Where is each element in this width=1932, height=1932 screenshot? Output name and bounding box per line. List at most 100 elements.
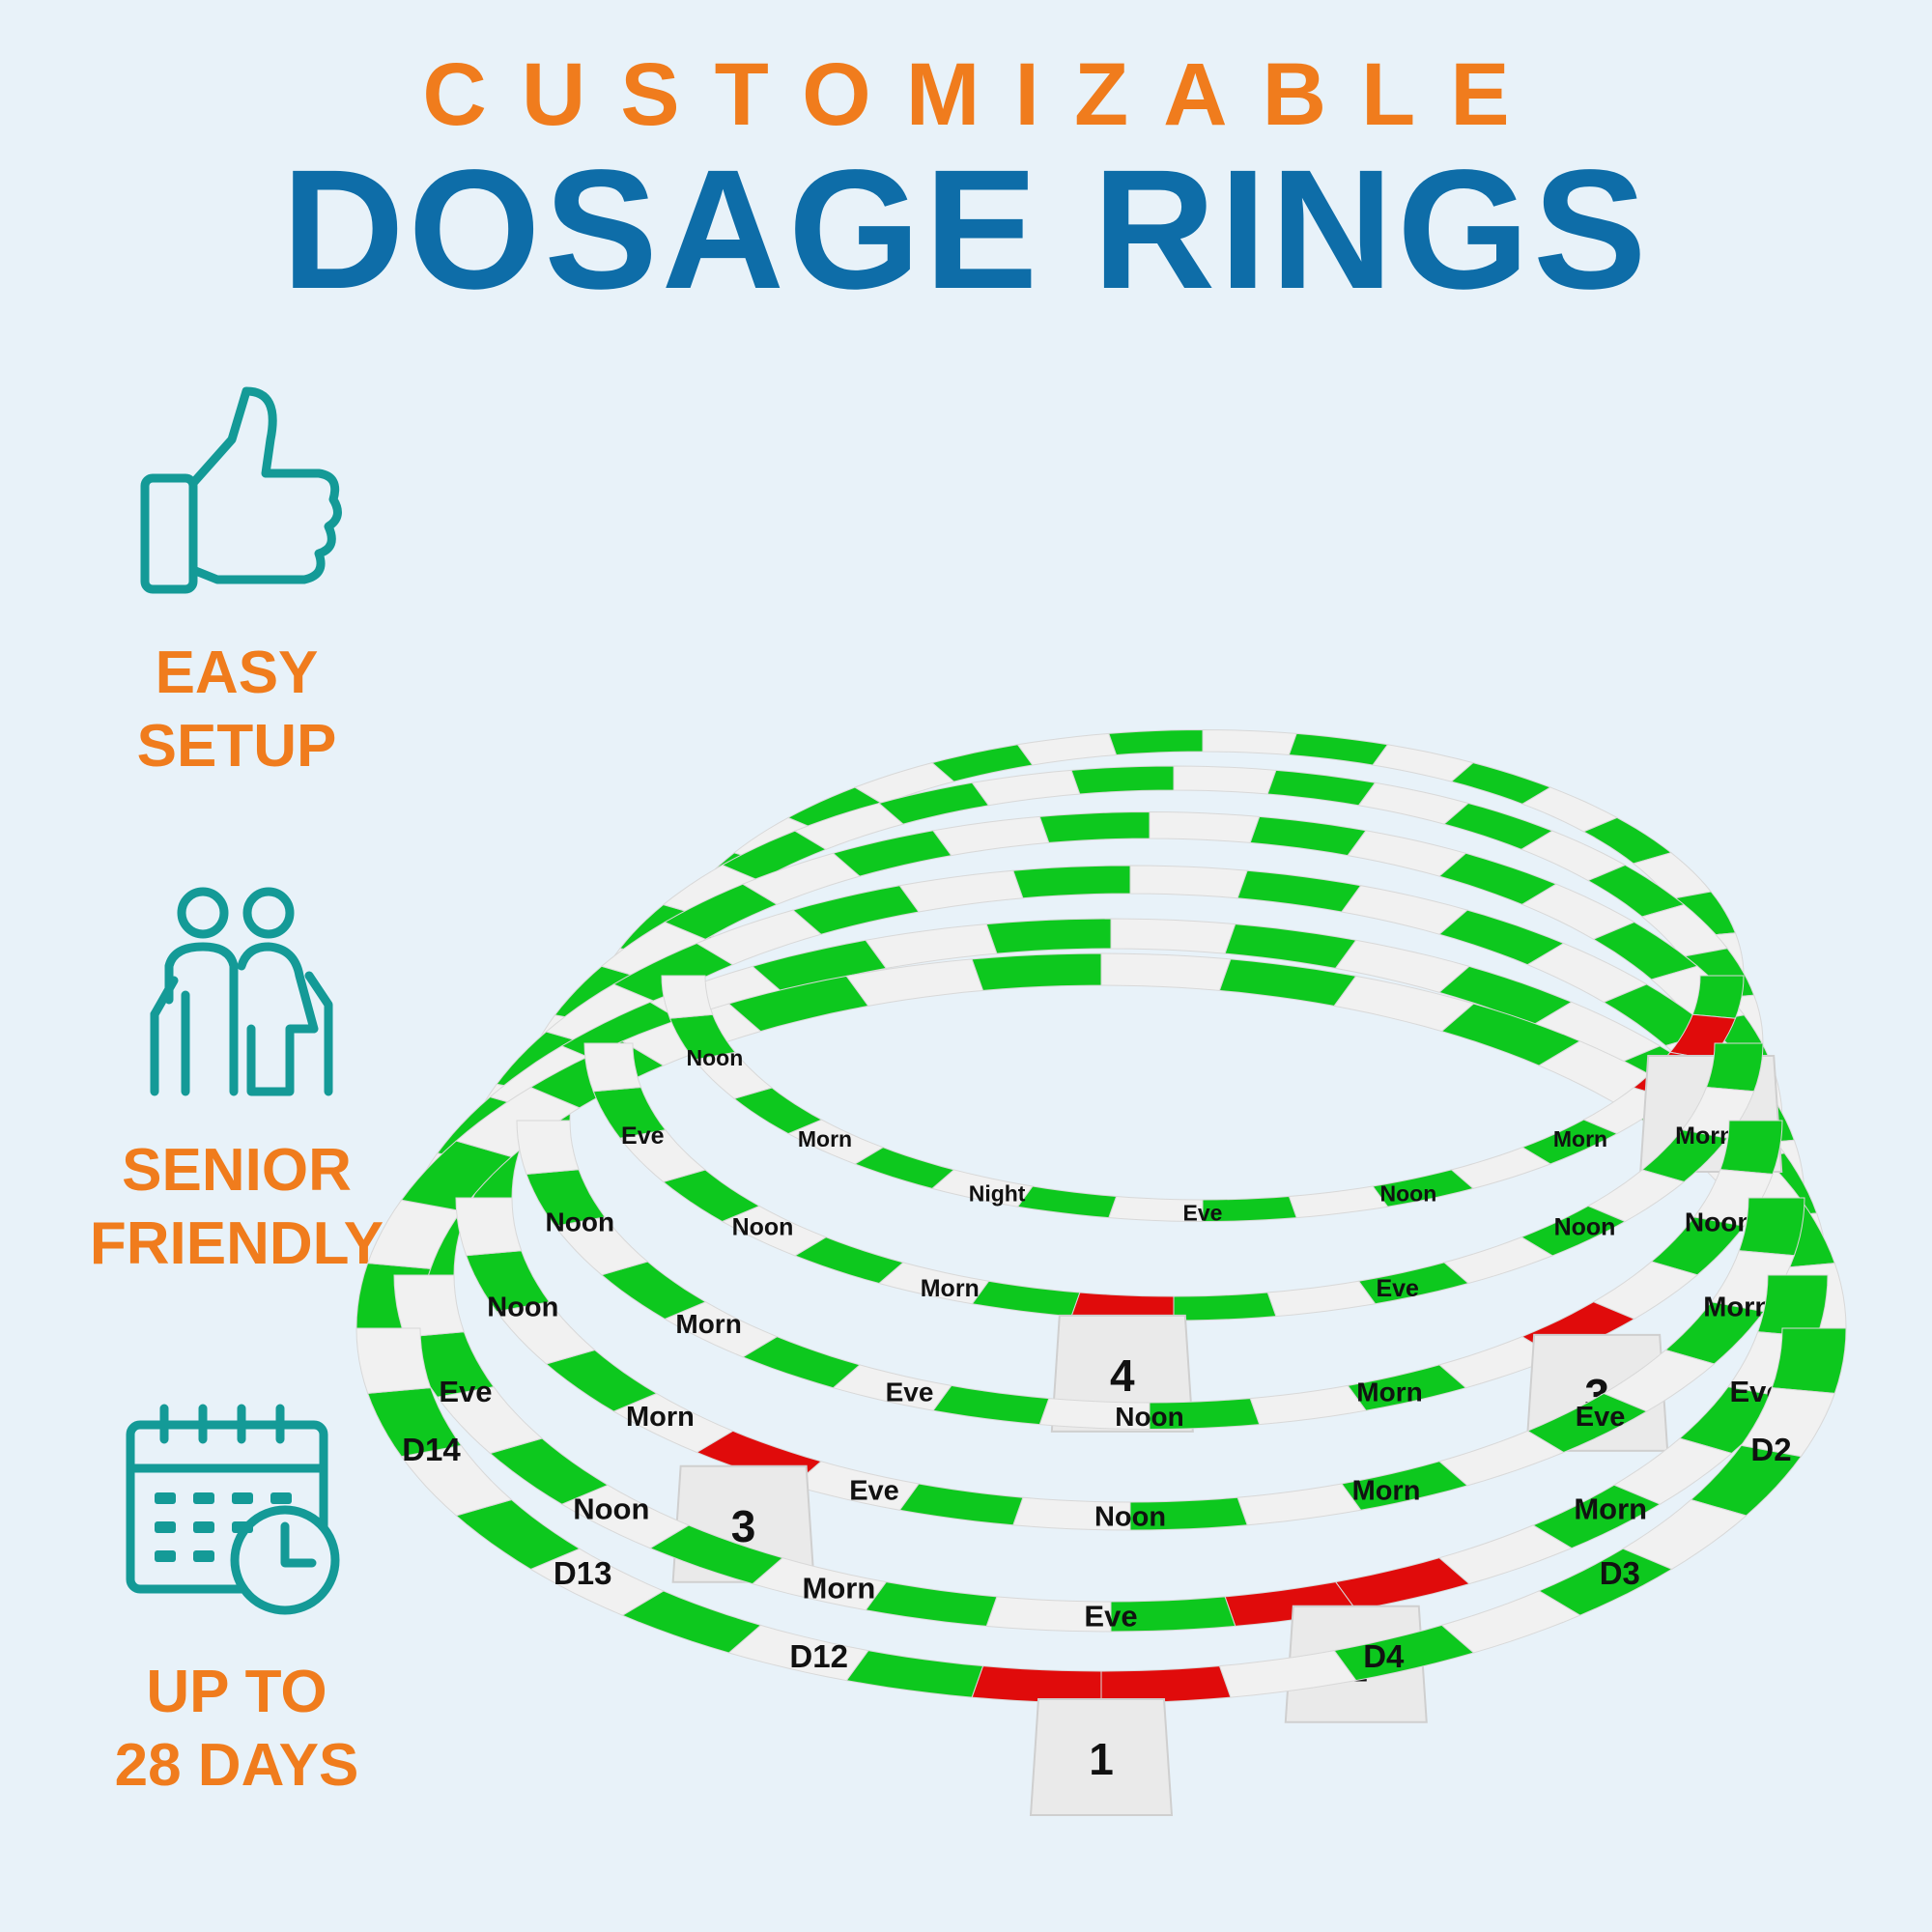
ring-segment — [1173, 1292, 1277, 1321]
ring-label: Noon — [1094, 1502, 1166, 1533]
ring-segment — [1038, 810, 1151, 843]
ring-segment — [971, 952, 1102, 991]
ring-label: Eve — [1183, 1200, 1223, 1225]
ring-segment — [791, 885, 920, 935]
ring-label: Morn — [1574, 1492, 1647, 1526]
seniors-icon — [150, 887, 333, 1096]
ring-segment — [1288, 1185, 1389, 1219]
ring-segment — [355, 1327, 432, 1394]
feature-label-easy-setup: EASY SETUP — [136, 639, 337, 780]
ring-label: Eve — [1576, 1402, 1626, 1433]
ring-label: D2 — [1750, 1432, 1791, 1467]
ring-segment — [1236, 1483, 1362, 1526]
ring-label: Noon — [573, 1492, 649, 1526]
ring-label: Eve — [886, 1378, 934, 1407]
ring-label: Night — [969, 1180, 1026, 1206]
ring-segment — [1129, 865, 1248, 899]
ring-segment — [1236, 869, 1362, 913]
ring-segment — [1016, 1185, 1118, 1219]
ring-label: Eve — [439, 1375, 492, 1408]
ring-segment — [932, 1384, 1050, 1426]
ring-marker-segment — [971, 1665, 1102, 1704]
ring-segment — [1149, 810, 1261, 843]
ring-tab-number: 1 — [1089, 1734, 1114, 1784]
ring-label: Morn — [626, 1402, 695, 1433]
dosage-ring-6-front — [355, 1327, 1847, 1704]
ring-segment — [865, 1581, 998, 1627]
ring-segment — [393, 1274, 465, 1338]
ring-segment — [1691, 975, 1745, 1019]
feature-senior-friendly: SENIOR FRIENDLY — [58, 879, 415, 1281]
ring-label: Eve — [621, 1122, 665, 1150]
ring-label: Morn — [1703, 1293, 1772, 1323]
thumbs-up-icon — [140, 386, 342, 594]
ring-segment — [1266, 769, 1377, 807]
ring-segment — [516, 1120, 580, 1176]
ring-label: Morn — [1553, 1126, 1607, 1151]
ring-label: Eve — [1084, 1600, 1137, 1634]
ring-segment — [1012, 865, 1131, 899]
ring-segment — [1266, 1280, 1377, 1318]
ring-label: Noon — [687, 1045, 744, 1070]
ring-label: Morn — [1675, 1122, 1734, 1150]
ring-segment — [1719, 1120, 1783, 1176]
ring-label: Morn — [803, 1572, 876, 1605]
headline-customizable: CUSTOMIZABLE — [422, 45, 1545, 144]
ring-segment — [455, 1197, 523, 1257]
ring-segment — [1110, 918, 1236, 954]
ring-segment — [1705, 1042, 1764, 1093]
ring-segment — [1249, 815, 1367, 857]
ring-label: Noon — [546, 1208, 615, 1237]
ring-label: Noon — [1115, 1402, 1184, 1432]
ring-label: D4 — [1363, 1638, 1405, 1674]
ring-segment — [985, 918, 1112, 954]
ring-label: D14 — [402, 1432, 461, 1467]
dosage-ring-4-front — [455, 1197, 1805, 1531]
ring-segment — [1249, 1384, 1367, 1426]
ring-label: Noon — [732, 1213, 794, 1240]
ring-segment — [1738, 1197, 1805, 1257]
ring-tab-number: 4 — [1110, 1350, 1135, 1401]
ring-segment — [971, 769, 1081, 807]
ring-segment — [932, 815, 1050, 857]
feature-label-senior-friendly: SENIOR FRIENDLY — [89, 1137, 384, 1277]
ring-segment — [1771, 1327, 1847, 1394]
ring-label: Eve — [849, 1476, 899, 1507]
ring-segment — [1288, 732, 1389, 766]
ring-segment — [845, 1650, 984, 1698]
headline-dosage-rings: DOSAGE RINGS — [281, 135, 1651, 325]
ring-segment — [583, 1042, 642, 1093]
ring-label: Morn — [675, 1309, 741, 1339]
ring-tab-1: 1 — [1029, 1698, 1174, 1816]
ring-label: D12 — [789, 1638, 848, 1674]
ring-label: Eve — [1376, 1275, 1419, 1302]
calendar-clock-icon — [126, 1404, 340, 1615]
ring-label: D13 — [554, 1555, 612, 1591]
ring-segment — [898, 869, 1024, 913]
ring-label: Noon — [487, 1293, 558, 1323]
ring-label: Noon — [1685, 1208, 1754, 1237]
ring-segment — [1108, 728, 1204, 756]
ring-segment — [1016, 732, 1118, 766]
ring-segment — [1070, 765, 1175, 795]
ring-segment — [1202, 728, 1297, 756]
ring-segment — [1173, 765, 1277, 795]
feature-up-to-28-days: UP TO 28 DAYS — [58, 1401, 415, 1803]
ring-label: Noon — [1380, 1180, 1437, 1206]
ring-segment — [971, 1280, 1081, 1318]
feature-easy-setup: EASY SETUP — [58, 382, 415, 783]
ring-segment — [1757, 1274, 1829, 1338]
ring-label: Morn — [798, 1126, 852, 1151]
dosage-ring-2-front — [583, 1042, 1764, 1321]
ring-label: Morn — [921, 1275, 980, 1302]
ring-label: Noon — [1554, 1213, 1616, 1240]
ring-marker-segment — [1100, 1665, 1232, 1704]
ring-label: Morn — [1356, 1378, 1422, 1407]
ring-segment — [1100, 952, 1232, 991]
ring-label: D3 — [1600, 1555, 1640, 1591]
ring-segment — [898, 1483, 1024, 1526]
ring-segment — [661, 975, 714, 1019]
feature-label-28-days: UP TO 28 DAYS — [114, 1659, 359, 1799]
ring-label: Morn — [1352, 1476, 1421, 1507]
